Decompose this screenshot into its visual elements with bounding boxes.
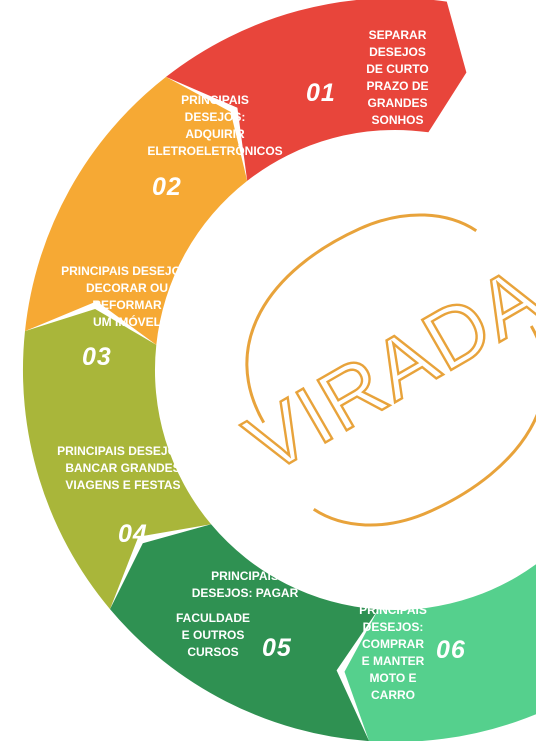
virada-logo: VIRADA (229, 213, 536, 527)
segment-01-label: SEPARAR DESEJOS DE CURTO PRAZO DE GRANDE… (366, 28, 429, 127)
segment-03 (22, 309, 212, 610)
segment-03-number: 03 (82, 343, 112, 371)
segment-05-label-lower: FACULDADE E OUTROS CURSOS (176, 611, 250, 659)
segment-05-number: 05 (262, 634, 292, 662)
segments-layer (22, 0, 536, 741)
logo-word: VIRADA (230, 247, 536, 491)
segment-02 (25, 76, 248, 345)
segment-05 (344, 564, 536, 741)
segment-04 (110, 524, 379, 741)
segment-04-label: PRINCIPAIS DESEJOS: BANCAR GRANDES VIAGE… (57, 444, 189, 492)
logo-swoosh-bottom (312, 325, 536, 527)
segment-01 (166, 0, 467, 181)
segment-06-label: PRINCIPAIS DESEJOS: COMPRAR E MANTER MOT… (359, 603, 427, 702)
segment-05-label: PRINCIPAIS DESEJOS: PAGAR (191, 569, 299, 600)
segment-01-number: 01 (306, 79, 336, 107)
segment-02-label: PRINCIPAIS DESEJOS: ADQUIRIR ELETROELETR… (147, 93, 283, 158)
logo-swoosh-top (245, 213, 478, 424)
segment-02-number: 02 (152, 173, 182, 201)
segment-04-number: 04 (118, 520, 148, 548)
segment-06-number: 06 (436, 636, 466, 664)
segment-03-label: PRINCIPAIS DESEJOS: DECORAR OU REFORMAR … (61, 264, 193, 329)
